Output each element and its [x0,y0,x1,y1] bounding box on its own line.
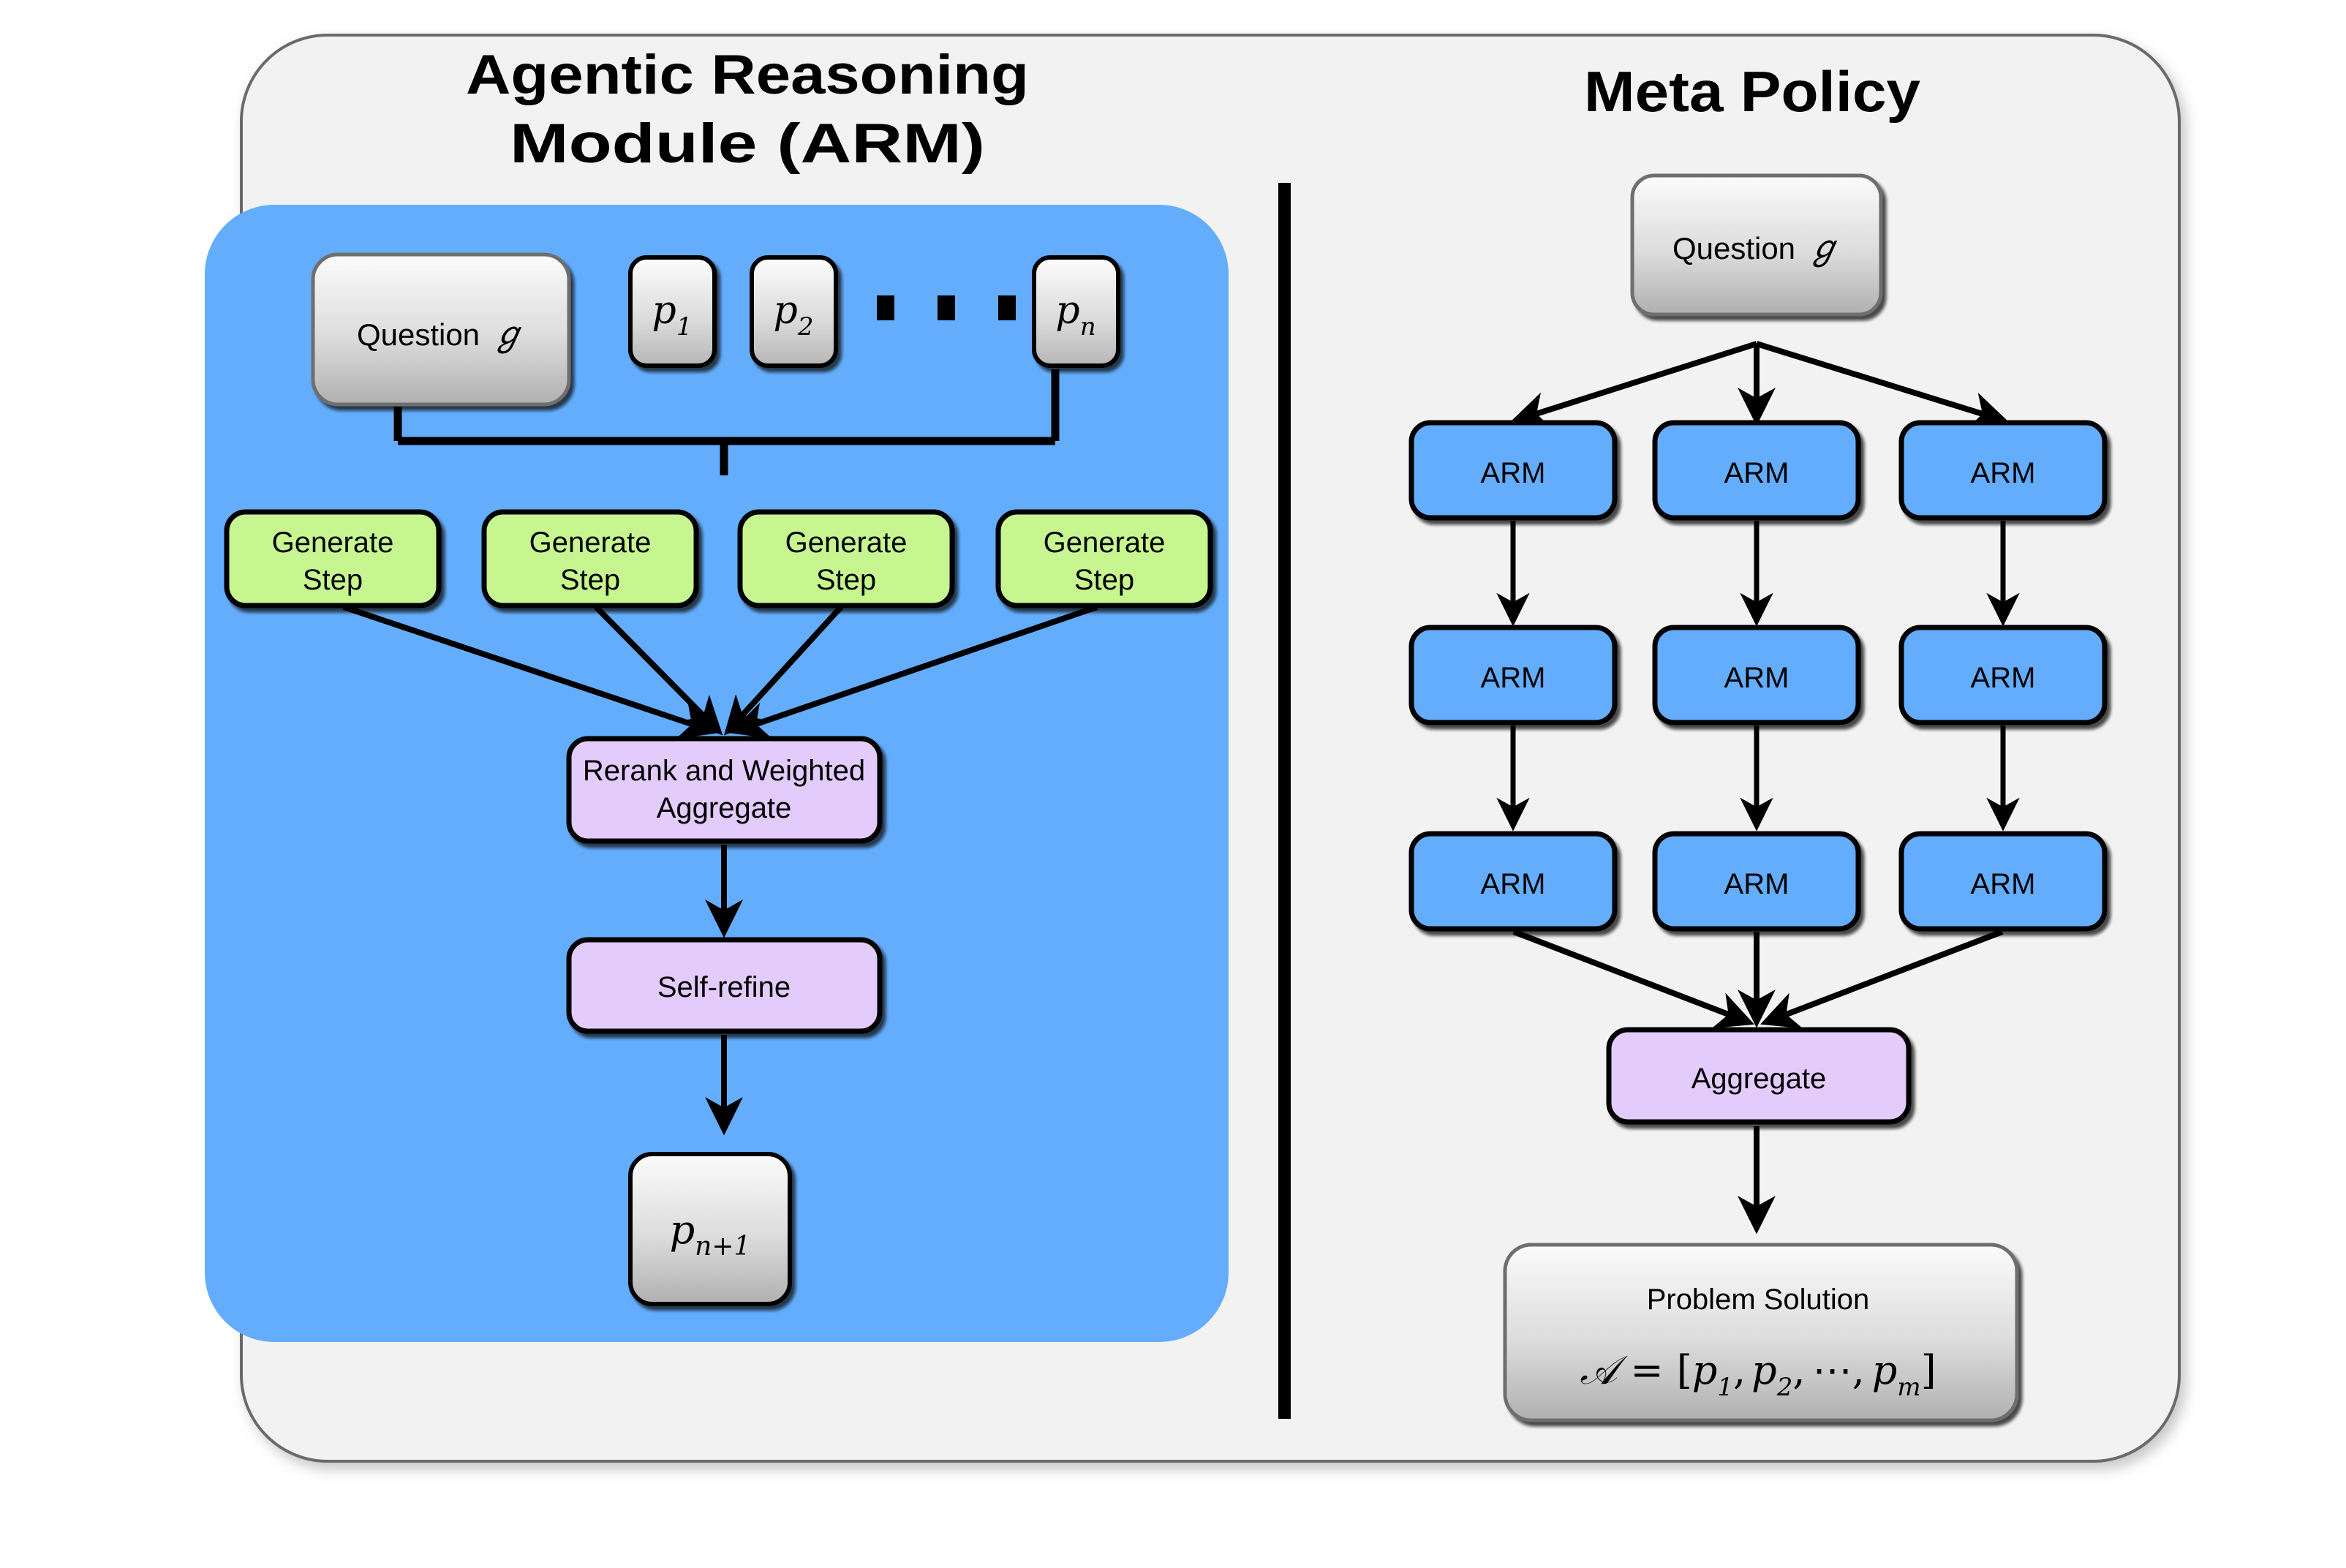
arm-label-r3c1: ARM [1481,868,1546,900]
arrow-gen4-rerank [729,604,1098,739]
arm-label-r2c3: ARM [1971,662,2036,694]
arm-label-r1c2: ARM [1724,457,1789,489]
arm-node-r3c3: ARM [1898,831,2108,932]
arm-box-r1c3 [1898,420,2108,521]
generate-step-box-4 [995,509,1213,608]
question-to-arm-arrows [1509,341,2010,429]
right-panel-title: Meta Policy [1584,59,1920,124]
generate-to-rerank-arrows [342,604,1098,739]
context-bracket-connector [393,369,1060,475]
arm-box-r3c2 [1652,831,1861,932]
generate-step-box-1 [224,509,442,608]
token-pn-label: pn [1055,289,1095,342]
output-token-label: pn+1 [670,1207,751,1262]
aggregate-node: Aggregate [1606,1027,1912,1125]
arm-box-r2c3 [1898,625,2108,725]
arrow-gen1-rerank [342,604,719,739]
generate-step-label-3b: Step [816,564,876,596]
arm-node-r1c3: ARM [1898,420,2108,521]
generate-step-node-1: Generate Step [224,509,442,608]
token-pn: pn [1032,255,1120,368]
arm-label-r3c2: ARM [1724,868,1789,900]
arm-box-r3c3 [1898,831,2108,932]
arm-node-r1c1: ARM [1408,420,1618,521]
arm-label-r2c2: ARM [1724,662,1789,694]
generate-step-label-1a: Generate [272,527,394,559]
arm-node-r3c1: ARM [1408,831,1618,932]
arm-label-r2c1: ARM [1481,662,1546,694]
token-p2-box [750,255,838,368]
arm-box-r2c2 [1652,625,1861,725]
arm-label-r1c1: ARM [1481,457,1546,489]
ellipsis-square-1 [877,295,894,320]
token-p2-label: p2 [774,289,814,342]
arm-box-r2c1 [1408,625,1618,725]
generate-step-label-4b: Step [1074,564,1134,596]
generate-step-node-4: Generate Step [995,509,1213,608]
generate-step-node-2: Generate Step [481,509,699,608]
arm-row1-to-row2-arrows [1496,521,2020,627]
token-p1-label: p1 [652,289,693,342]
arm-node-r3c2: ARM [1652,831,1861,932]
generate-step-label-3a: Generate [785,527,908,559]
arm-box-r1c2 [1652,420,1861,521]
rerank-aggregate-box [566,736,883,844]
left-question-box [311,252,571,407]
generate-step-label-2a: Generate [529,527,652,559]
rerank-aggregate-label-line2: Aggregate [657,792,792,824]
aggregate-box [1606,1027,1912,1125]
token-p2: p2 [750,255,838,368]
self-refine-box [566,937,883,1034]
arm-label-r3c3: ARM [1971,868,2036,900]
generate-step-box-2 [481,509,699,608]
generate-step-label-1b: Step [303,564,363,596]
rerank-aggregate-node: Rerank and Weighted Aggregate [566,736,883,844]
arm-label-r1c3: ARM [1971,457,2036,489]
output-token-box [628,1152,792,1306]
ellipsis-square-3 [998,295,1016,320]
self-refine-node: Self-refine [566,937,883,1034]
arrow-question-arm-right [1755,341,2010,429]
arm-row2-to-row3-arrows [1496,725,2020,832]
token-p1-box [628,255,717,368]
arm-row3-to-aggregate-arrows [1512,929,2004,1029]
generate-step-label-2b: Step [560,564,620,596]
left-panel-title-line2: Module (ARM) [510,113,985,175]
generate-step-label-4a: Generate [1044,527,1166,559]
generate-step-node-3: Generate Step [737,509,955,608]
problem-solution-box [1503,1243,2019,1422]
right-question-box [1630,173,1883,317]
arrow-question-arm-left [1509,341,1758,429]
token-pn-box [1032,255,1120,368]
left-panel-title-line1: Agentic Reasoning [466,44,1029,106]
panel-divider [1278,183,1291,1419]
generate-step-box-3 [737,509,955,608]
output-token-node: pn+1 [628,1152,792,1306]
arm-node-r2c3: ARM [1898,625,2108,725]
problem-solution-node: Problem Solution 𝒜=[p1,p2,⋯,pm] [1503,1243,2019,1422]
arrow-r3c1-aggregate [1512,929,1754,1029]
arm-node-r1c2: ARM [1652,420,1861,521]
aggregate-label: Aggregate [1691,1063,1827,1095]
arm-box-r1c1 [1408,420,1618,521]
self-refine-label: Self-refine [657,971,791,1003]
problem-solution-title: Problem Solution [1647,1284,1870,1316]
token-ellipsis [877,295,1016,320]
arrow-gen2-rerank [594,605,723,736]
arm-node-r2c2: ARM [1652,625,1861,725]
arrow-r3c3-aggregate [1760,929,2004,1029]
ellipsis-square-2 [938,295,955,320]
arm-box-r3c1 [1408,831,1618,932]
rerank-aggregate-label-line1: Rerank and Weighted [583,755,865,787]
arm-node-r2c1: ARM [1408,625,1618,725]
token-p1: p1 [628,255,717,368]
